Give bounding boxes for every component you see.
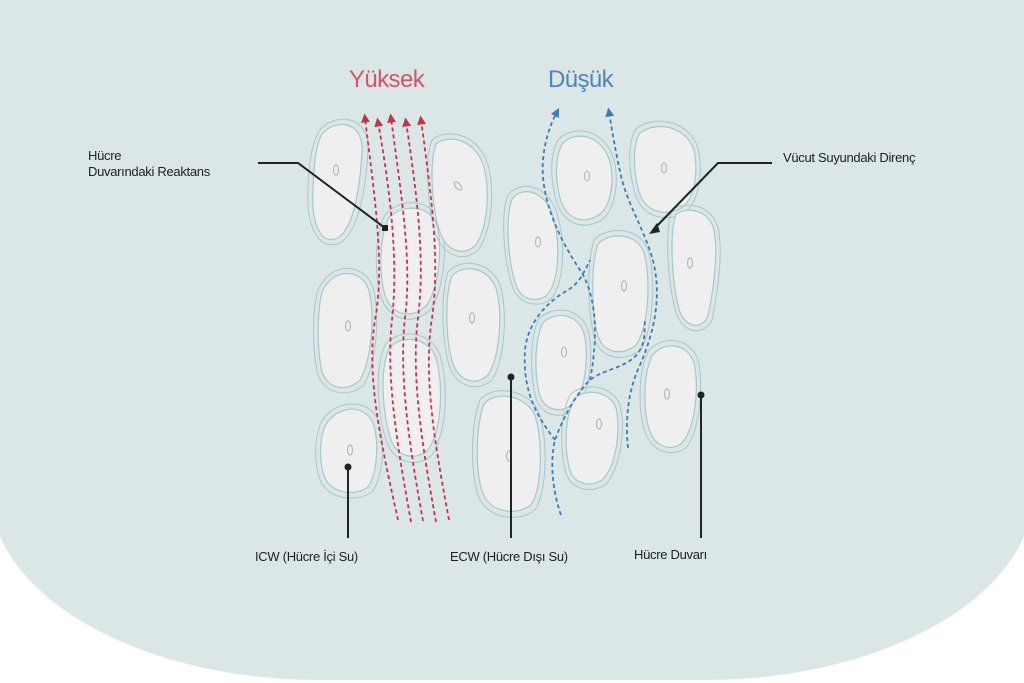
cell (307, 118, 369, 246)
high-frequency-current-paths (361, 113, 450, 523)
cell (315, 403, 383, 499)
cell (442, 262, 505, 388)
cell (503, 185, 564, 305)
cell (377, 333, 446, 463)
cells (307, 118, 721, 518)
cell (551, 130, 617, 226)
current-path (551, 319, 646, 516)
current-path (523, 259, 591, 441)
cell (629, 120, 701, 219)
leader-lines (258, 162, 772, 538)
cell (375, 202, 445, 320)
cell (472, 390, 546, 518)
title-high: Yüksek (349, 66, 425, 93)
label-line: Duvarındaki Reaktans (88, 164, 210, 179)
leader-resistance (652, 162, 772, 231)
current-path (374, 117, 412, 523)
cell (639, 339, 702, 454)
label-icw: ICW (Hücre İçi Su) (255, 549, 358, 564)
label-line: Hücre (88, 148, 122, 163)
label-ecw: ECW (Hücre Dışı Su) (450, 549, 568, 564)
cell (313, 267, 378, 394)
cell (427, 133, 493, 258)
cell (561, 386, 623, 490)
title-low: Düşük (548, 66, 614, 93)
label-cell-wall: Hücre Duvarı (634, 547, 707, 562)
current-path (402, 117, 437, 523)
leader-reactance (258, 162, 386, 229)
cell (667, 204, 721, 332)
current-path (605, 107, 658, 449)
label-cell-wall-reactance: Hücre Duvarındaki Reaktans (88, 148, 210, 180)
current-path (387, 113, 424, 522)
label-body-water-resistance: Vücut Suyundaki Direnç (783, 150, 916, 165)
low-frequency-current-paths (523, 107, 658, 516)
current-path (541, 108, 596, 381)
current-path (417, 115, 450, 521)
